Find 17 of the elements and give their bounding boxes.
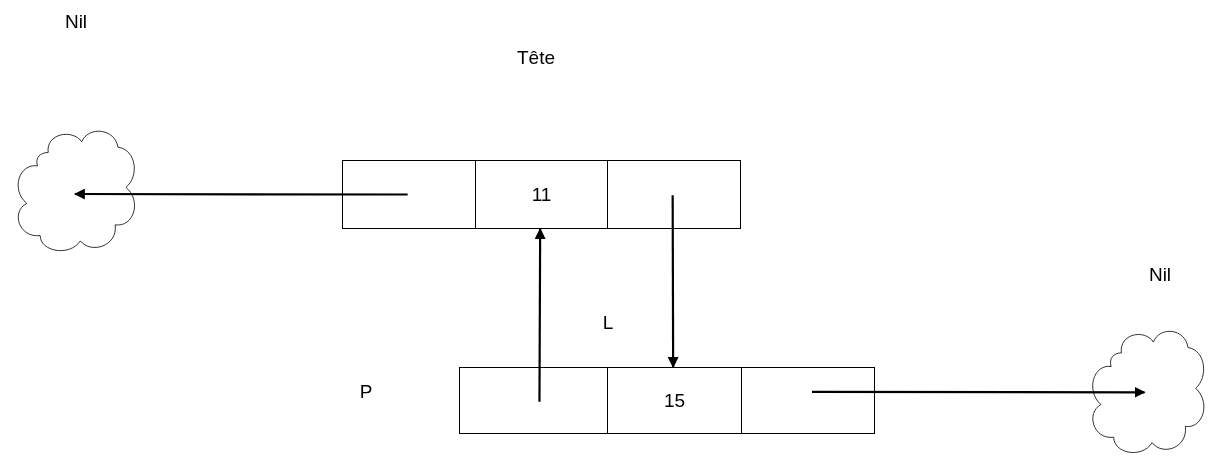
cell-value: 15: [663, 389, 686, 412]
arrow: [667, 195, 679, 369]
arrow: [812, 386, 1146, 398]
text-label: P: [359, 381, 373, 403]
arrow: [73, 188, 408, 200]
cell-value: 11: [531, 183, 552, 206]
text-label: Tête: [517, 47, 555, 69]
list-cell: [342, 160, 476, 229]
list-cell: [459, 367, 608, 434]
text-label: L: [602, 312, 614, 334]
text-label: Nil: [1148, 264, 1172, 286]
arrow: [534, 227, 546, 402]
list-cell: [475, 160, 608, 229]
list-cell: [607, 160, 741, 229]
list-cell: [741, 367, 875, 434]
list-cell: [607, 367, 742, 434]
text-label: Nil: [64, 11, 88, 33]
